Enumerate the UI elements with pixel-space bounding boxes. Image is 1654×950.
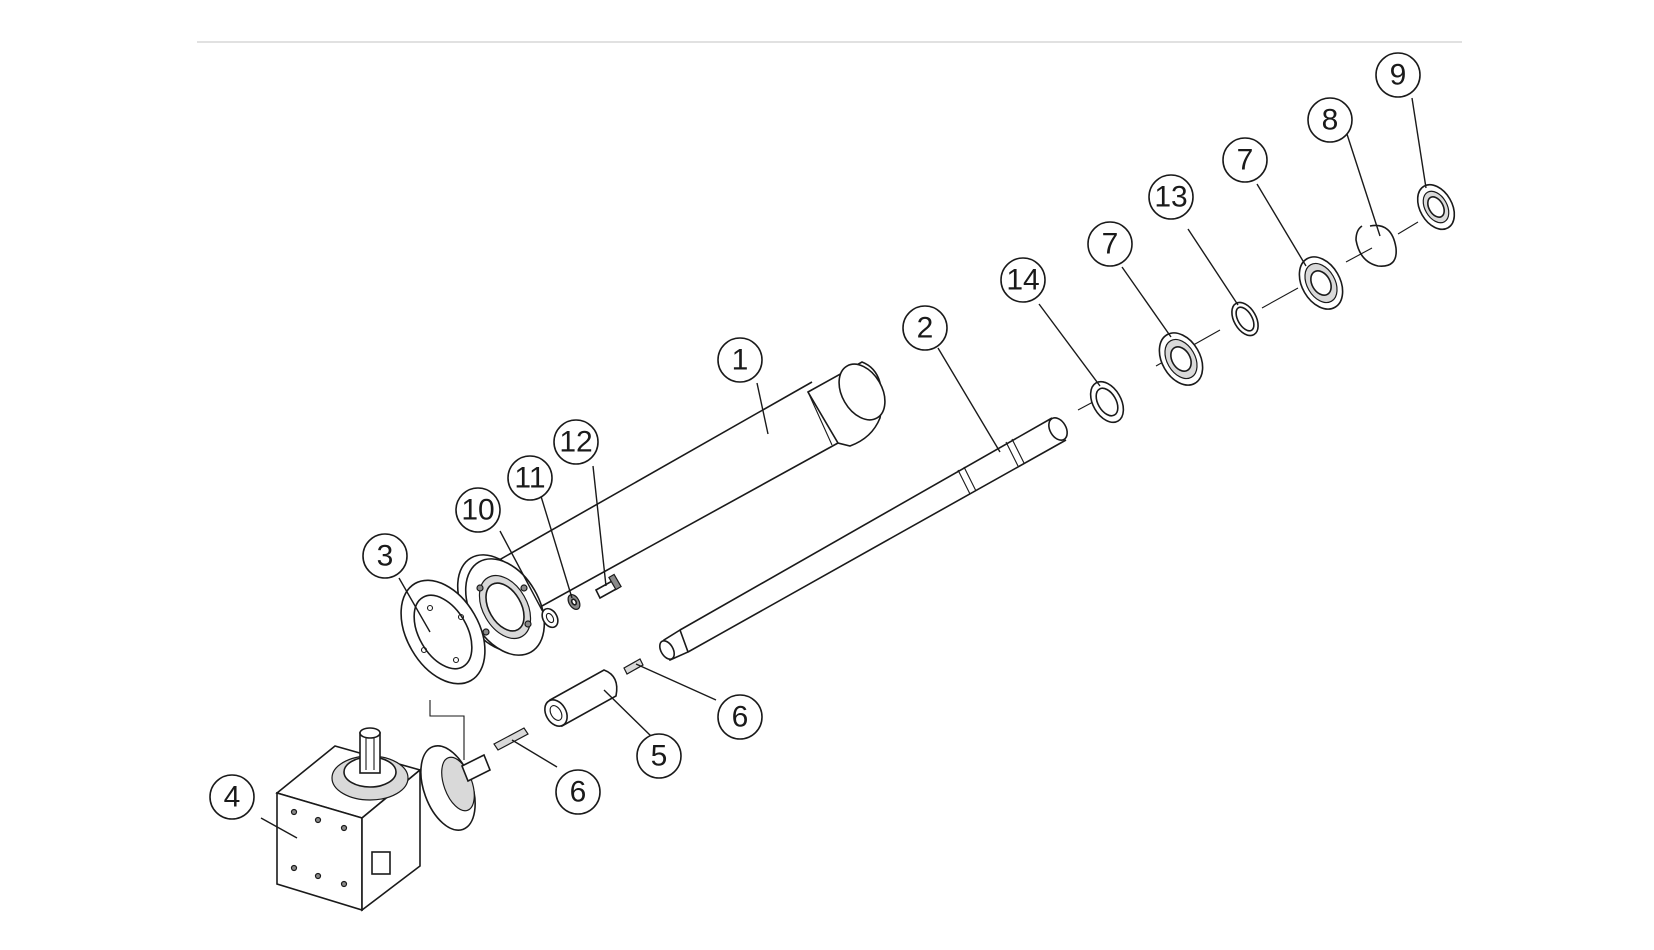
- balloon-10: 10: [455, 487, 501, 533]
- part-key-6b: [623, 658, 644, 675]
- balloon-9: 9: [1375, 52, 1421, 98]
- part-bolt-12: [594, 573, 622, 600]
- part-shaft: [658, 417, 1068, 662]
- balloon-6b: 6: [717, 694, 763, 740]
- part-seal-14: [1089, 380, 1125, 424]
- balloon-11: 11: [507, 455, 553, 501]
- balloon-4-label: 4: [224, 781, 241, 814]
- part-snap-ring-8: [1355, 224, 1397, 267]
- part-seal-9: [1416, 183, 1456, 231]
- balloon-7b: 7: [1222, 137, 1268, 183]
- balloon-13: 13: [1148, 174, 1194, 220]
- part-spacer-13: [1231, 301, 1259, 337]
- balloon-5: 5: [636, 733, 682, 779]
- part-gasket: [400, 579, 486, 685]
- balloon-6b-label: 6: [732, 701, 749, 734]
- part-bearing-7b: [1298, 256, 1344, 310]
- balloon-8: 8: [1307, 97, 1353, 143]
- balloon-12: 12: [553, 419, 599, 465]
- balloon-2: 2: [902, 305, 948, 351]
- balloon-10-label: 10: [461, 494, 494, 527]
- balloon-4: 4: [209, 774, 255, 820]
- balloon-14-label: 14: [1006, 264, 1039, 297]
- balloon-7b-label: 7: [1237, 144, 1254, 177]
- part-sleeve: [544, 669, 618, 728]
- leader-lines: [260, 97, 1427, 839]
- part-bearing-7a: [1158, 332, 1204, 386]
- balloon-7a-label: 7: [1102, 228, 1119, 261]
- balloon-6a-label: 6: [570, 776, 587, 809]
- balloon-5-label: 5: [651, 740, 668, 773]
- part-washer-11: [567, 594, 581, 610]
- balloon-3-label: 3: [377, 540, 394, 573]
- balloon-7a: 7: [1087, 221, 1133, 267]
- balloon-9-label: 9: [1390, 59, 1407, 92]
- balloon-6a: 6: [555, 769, 601, 815]
- balloon-1-label: 1: [732, 344, 749, 377]
- part-gearbox: [275, 727, 492, 912]
- balloon-1: 1: [717, 337, 763, 383]
- balloon-11-label: 11: [514, 462, 545, 495]
- balloon-12-label: 12: [559, 426, 592, 459]
- balloon-8-label: 8: [1322, 104, 1339, 137]
- balloon-14: 14: [1000, 257, 1046, 303]
- balloon-3: 3: [362, 533, 408, 579]
- balloon-13-label: 13: [1154, 181, 1187, 214]
- balloon-2-label: 2: [917, 312, 934, 345]
- part-tube: [477, 361, 886, 629]
- part-washer-10: [541, 607, 559, 629]
- part-key-6a: [493, 727, 529, 751]
